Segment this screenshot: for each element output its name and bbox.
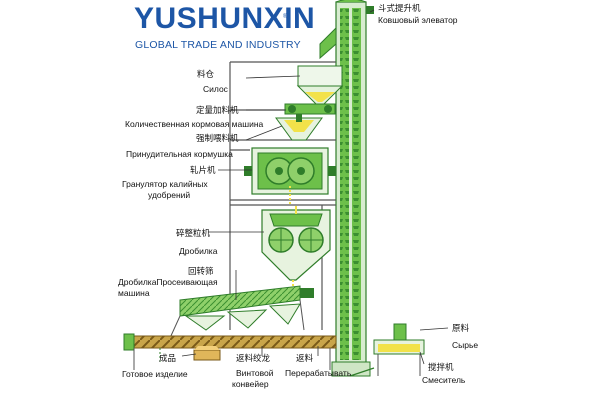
label-return-cn: 返料 bbox=[296, 353, 314, 363]
label-screen-ru-2: машина bbox=[118, 288, 150, 298]
label-screw-ru-2: конвейер bbox=[232, 379, 269, 389]
label-silo-cn: 料仓 bbox=[197, 69, 215, 79]
label-product-cn: 成品 bbox=[159, 353, 177, 363]
bucket-elevator bbox=[319, 0, 374, 377]
label-force-feeder-cn: 强制喂料机 bbox=[196, 133, 239, 143]
label-quant-feeder-ru: Количественная кормовая машина bbox=[125, 119, 264, 129]
label-silo-ru: Силос bbox=[203, 84, 228, 94]
screw-conveyor bbox=[123, 333, 337, 370]
label-crusher-cn: 碎整粒机 bbox=[176, 228, 211, 238]
silo bbox=[296, 65, 344, 114]
roller-press bbox=[244, 147, 336, 205]
crusher bbox=[261, 206, 331, 292]
label-crusher-ru: Дробилка bbox=[179, 246, 218, 256]
label-raw-cn: 原料 bbox=[452, 323, 470, 333]
brand-registered-mark: ® bbox=[283, 14, 288, 20]
rotary-screen bbox=[169, 285, 314, 339]
label-elevator-cn: 斗式提升机 bbox=[378, 3, 421, 13]
label-product-ru: Готовое изделие bbox=[122, 369, 188, 379]
label-screw-ru-1: Винтовой bbox=[236, 368, 274, 378]
label-granulator-ru-2: удобрений bbox=[148, 190, 191, 200]
quantitative-feeder bbox=[284, 103, 336, 115]
label-force-feeder-ru: Принудительная кормушка bbox=[126, 149, 233, 159]
label-elevator-ru: Ковшовый элеватор bbox=[378, 15, 458, 25]
label-mixer-ru: Смеситель bbox=[422, 375, 466, 385]
label-return-ru: Перерабатывать bbox=[285, 368, 352, 378]
label-raw-ru: Сырье bbox=[452, 340, 479, 350]
forced-feeder bbox=[275, 114, 323, 141]
label-screen-ru-1: ДробилкаПросеивающая bbox=[118, 277, 218, 287]
label-granulator-ru-1: Гранулятор калийных bbox=[122, 179, 208, 189]
brand-logo-text: YUSHUNXIN bbox=[134, 2, 316, 35]
label-quant-feeder-cn: 定量加料机 bbox=[196, 105, 239, 115]
leader-lines bbox=[181, 9, 449, 365]
label-granulator-cn: 轧片机 bbox=[190, 165, 216, 175]
product-bin bbox=[193, 346, 221, 361]
mixer bbox=[349, 323, 425, 377]
label-screw-cn: 返料绞龙 bbox=[236, 353, 271, 363]
brand-tagline: GLOBAL TRADE AND INDUSTRY bbox=[135, 39, 301, 51]
label-screen-cn: 回转筛 bbox=[188, 266, 214, 276]
label-mixer-cn: 搅拌机 bbox=[428, 362, 454, 372]
